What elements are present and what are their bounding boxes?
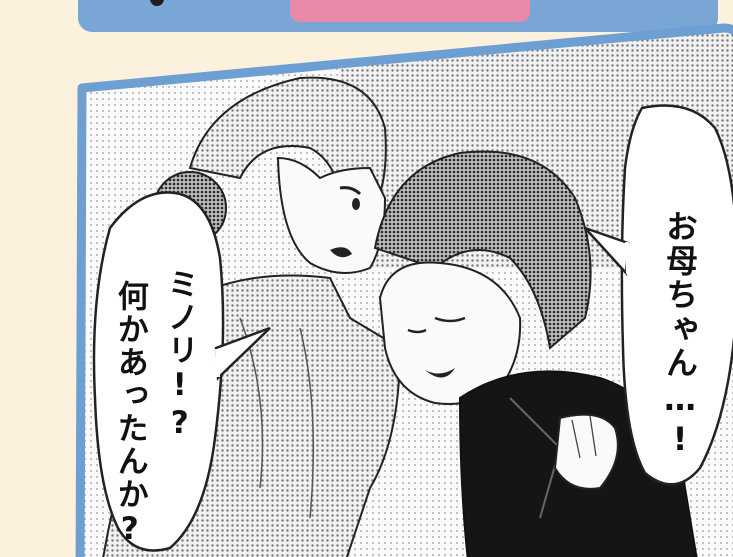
daughter-hair xyxy=(373,150,592,350)
mother-hair xyxy=(188,76,387,195)
panel-frame xyxy=(75,23,733,557)
previous-panel-pink xyxy=(290,0,530,22)
daughter-face xyxy=(378,261,522,405)
speech-text-left-line2: 何かあったんか? xyxy=(111,280,148,549)
speech-bubble-right xyxy=(620,104,733,486)
speech-text-right: お母ちゃん…! xyxy=(661,210,699,460)
mother-hand xyxy=(553,413,619,490)
previous-panel-strip xyxy=(0,0,733,40)
speech-text-left-line1: ミノリ!? xyxy=(161,268,198,443)
comic-panel: お母ちゃん…! ミノリ!? 何かあったんか? xyxy=(40,18,733,557)
speech-bubble-left xyxy=(92,191,225,552)
comic-panel-artwork xyxy=(75,23,733,557)
previous-panel-glyph xyxy=(150,0,164,6)
